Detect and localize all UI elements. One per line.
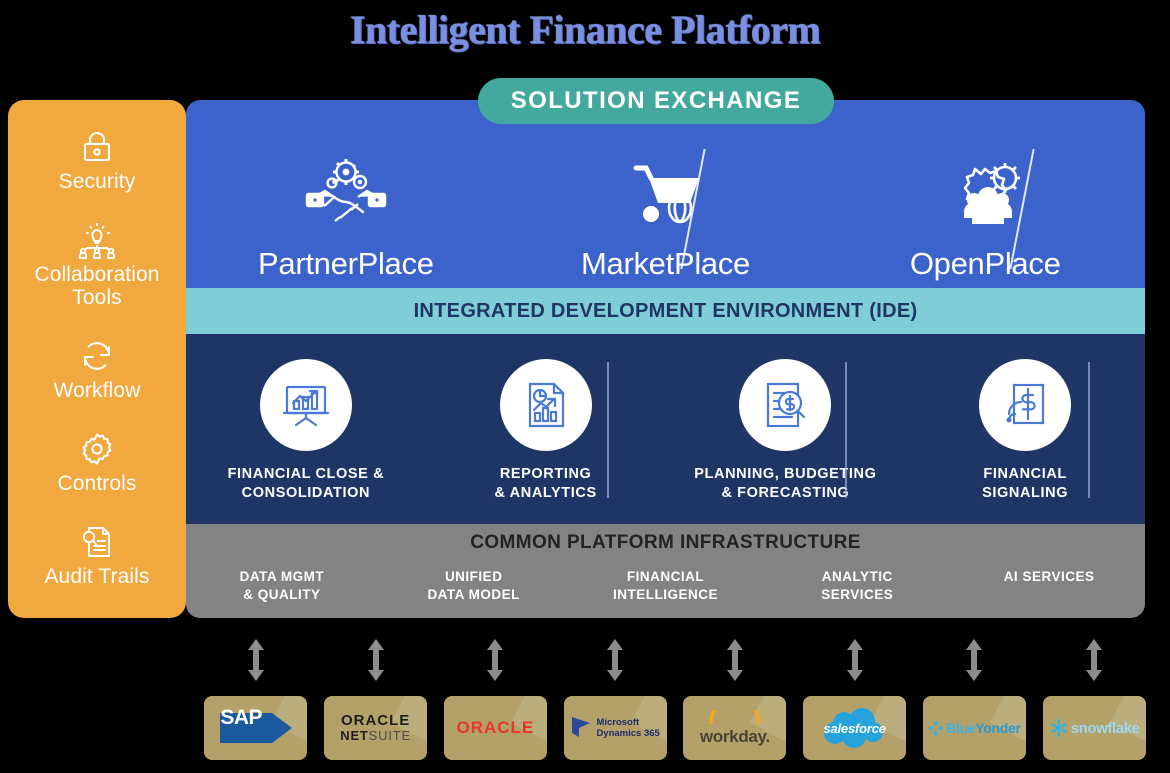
capability-reporting-analytics[interactable]: REPORTING& ANALYTICS	[426, 355, 666, 502]
logo-text: ORACLE NETSUITE	[340, 712, 411, 744]
sidebar-item-security[interactable]: Security	[14, 127, 180, 194]
solution-exchange-label: SOLUTION EXCHANGE	[510, 87, 802, 114]
shopping-cart-icon	[618, 152, 714, 240]
report-analytics-icon	[499, 359, 592, 452]
dynamics-logo-icon	[572, 717, 591, 737]
sidebar-item-controls[interactable]: Controls	[14, 429, 180, 496]
document-dollar-search-icon	[739, 359, 832, 452]
capabilities-band: FINANCIAL CLOSE &CONSOLIDATION	[186, 334, 1145, 524]
capability-planning-budgeting[interactable]: PLANNING, BUDGETING& FORECASTING	[666, 355, 906, 502]
logo-text: Microsoft Dynamics 365	[596, 716, 660, 739]
logo-card-snowflake[interactable]: snowflake	[1042, 696, 1146, 760]
sidebar-item-label: Security	[58, 170, 136, 194]
solution-exchange-band: PartnerPlace MarketPlace	[186, 100, 1145, 288]
snowflake-icon	[1050, 719, 1067, 737]
logo-card-workday[interactable]: workday.	[683, 696, 787, 760]
place-label: PartnerPlace	[258, 246, 434, 281]
integration-logos: SAP ORACLE NETSUITE ORACLE	[196, 694, 1154, 762]
ide-band: INTEGRATED DEVELOPMENT ENVIRONMENT (IDE)	[186, 288, 1145, 334]
handshake-gears-icon	[298, 152, 394, 240]
logo-slot: BlueYonder	[915, 694, 1035, 762]
double-arrow-vertical-icon	[196, 636, 316, 684]
capability-label: FINANCIAL CLOSE &CONSOLIDATION	[227, 466, 385, 501]
logo-slot: workday.	[675, 694, 795, 762]
logo-slot: salesforce	[795, 694, 915, 762]
double-arrow-vertical-icon	[1034, 636, 1154, 684]
presentation-chart-icon	[259, 359, 352, 452]
logo-text: workday.	[699, 726, 770, 746]
infrastructure-band: COMMON PLATFORM INFRASTRUCTURE DATA MGMT…	[186, 524, 1145, 618]
salesforce-cloud-icon	[823, 708, 883, 748]
double-arrow-vertical-icon	[555, 636, 675, 684]
sidebar-item-workflow[interactable]: Workflow	[14, 336, 180, 403]
capability-divider	[845, 362, 847, 498]
logo-text: snowflake	[1070, 719, 1140, 737]
gear-people-icon	[937, 152, 1033, 240]
capability-divider	[607, 362, 609, 498]
double-arrow-vertical-icon	[436, 636, 556, 684]
logo-card-sap[interactable]: SAP	[204, 696, 308, 760]
infrastructure-title: COMMON PLATFORM INFRASTRUCTURE	[470, 532, 861, 553]
dollar-signal-icon	[979, 359, 1072, 452]
blueyonder-mark-icon	[928, 720, 943, 736]
workday-arc-icon	[709, 696, 761, 725]
lock-icon	[77, 127, 117, 167]
sidebar-item-collaboration-tools[interactable]: Collaboration Tools	[14, 220, 180, 309]
place-label: MarketPlace	[581, 246, 750, 281]
double-arrow-vertical-icon	[316, 636, 436, 684]
sidebar-item-label: Controls	[57, 472, 137, 496]
place-marketplace[interactable]: MarketPlace	[506, 152, 826, 288]
gear-icon	[77, 429, 117, 469]
infrastructure-item: DATA MGMT& QUALITY	[239, 569, 325, 602]
logo-text: SAP	[220, 706, 263, 729]
place-label: OpenPlace	[909, 246, 1061, 281]
sidebar-item-label: Workflow	[53, 378, 141, 402]
logo-card-oracle[interactable]: ORACLE	[443, 696, 547, 760]
capability-divider	[1088, 362, 1090, 498]
collaboration-icon	[75, 220, 119, 260]
sidebar-item-audit-trails[interactable]: Audit Trails	[14, 522, 180, 589]
sidebar-item-label: Collaboration Tools	[34, 263, 160, 309]
refresh-cycle-icon	[77, 336, 117, 376]
capability-label: PLANNING, BUDGETING& FORECASTING	[694, 466, 877, 501]
logo-slot: snowflake	[1034, 694, 1154, 762]
capability-label: REPORTING& ANALYTICS	[494, 466, 597, 501]
integration-arrows	[196, 636, 1154, 684]
logo-text: salesforce	[823, 720, 886, 736]
ide-label: INTEGRATED DEVELOPMENT ENVIRONMENT (IDE)	[413, 299, 918, 322]
logo-card-salesforce[interactable]: salesforce	[803, 696, 907, 760]
double-arrow-vertical-icon	[915, 636, 1035, 684]
solution-exchange-pill[interactable]: SOLUTION EXCHANGE	[478, 78, 834, 124]
logo-card-oracle-netsuite[interactable]: ORACLE NETSUITE	[324, 696, 428, 760]
logo-text: ORACLE	[456, 718, 535, 737]
place-partnerplace[interactable]: PartnerPlace	[186, 152, 506, 288]
double-arrow-vertical-icon	[795, 636, 915, 684]
logo-slot: ORACLE NETSUITE	[316, 694, 436, 762]
page-title: Intelligent Finance Platform	[349, 7, 821, 52]
logo-card-microsoft-dynamics[interactable]: Microsoft Dynamics 365	[563, 696, 667, 760]
place-openplace[interactable]: OpenPlace	[825, 152, 1145, 288]
capability-financial-close[interactable]: FINANCIAL CLOSE &CONSOLIDATION	[186, 355, 426, 502]
document-search-icon	[77, 522, 117, 562]
sidebar: Security Collaboration Tools	[8, 100, 186, 618]
double-arrow-vertical-icon	[675, 636, 795, 684]
logo-slot: Microsoft Dynamics 365	[555, 694, 675, 762]
infrastructure-item: AI SERVICES	[1003, 569, 1095, 584]
logo-slot: ORACLE	[436, 694, 556, 762]
sidebar-item-label: Audit Trails	[44, 565, 150, 589]
logo-card-blueyonder[interactable]: BlueYonder	[922, 696, 1026, 760]
logo-text: BlueYonder	[946, 720, 1021, 736]
logo-slot: SAP	[196, 694, 316, 762]
platform-panel: PartnerPlace MarketPlace	[186, 100, 1145, 618]
